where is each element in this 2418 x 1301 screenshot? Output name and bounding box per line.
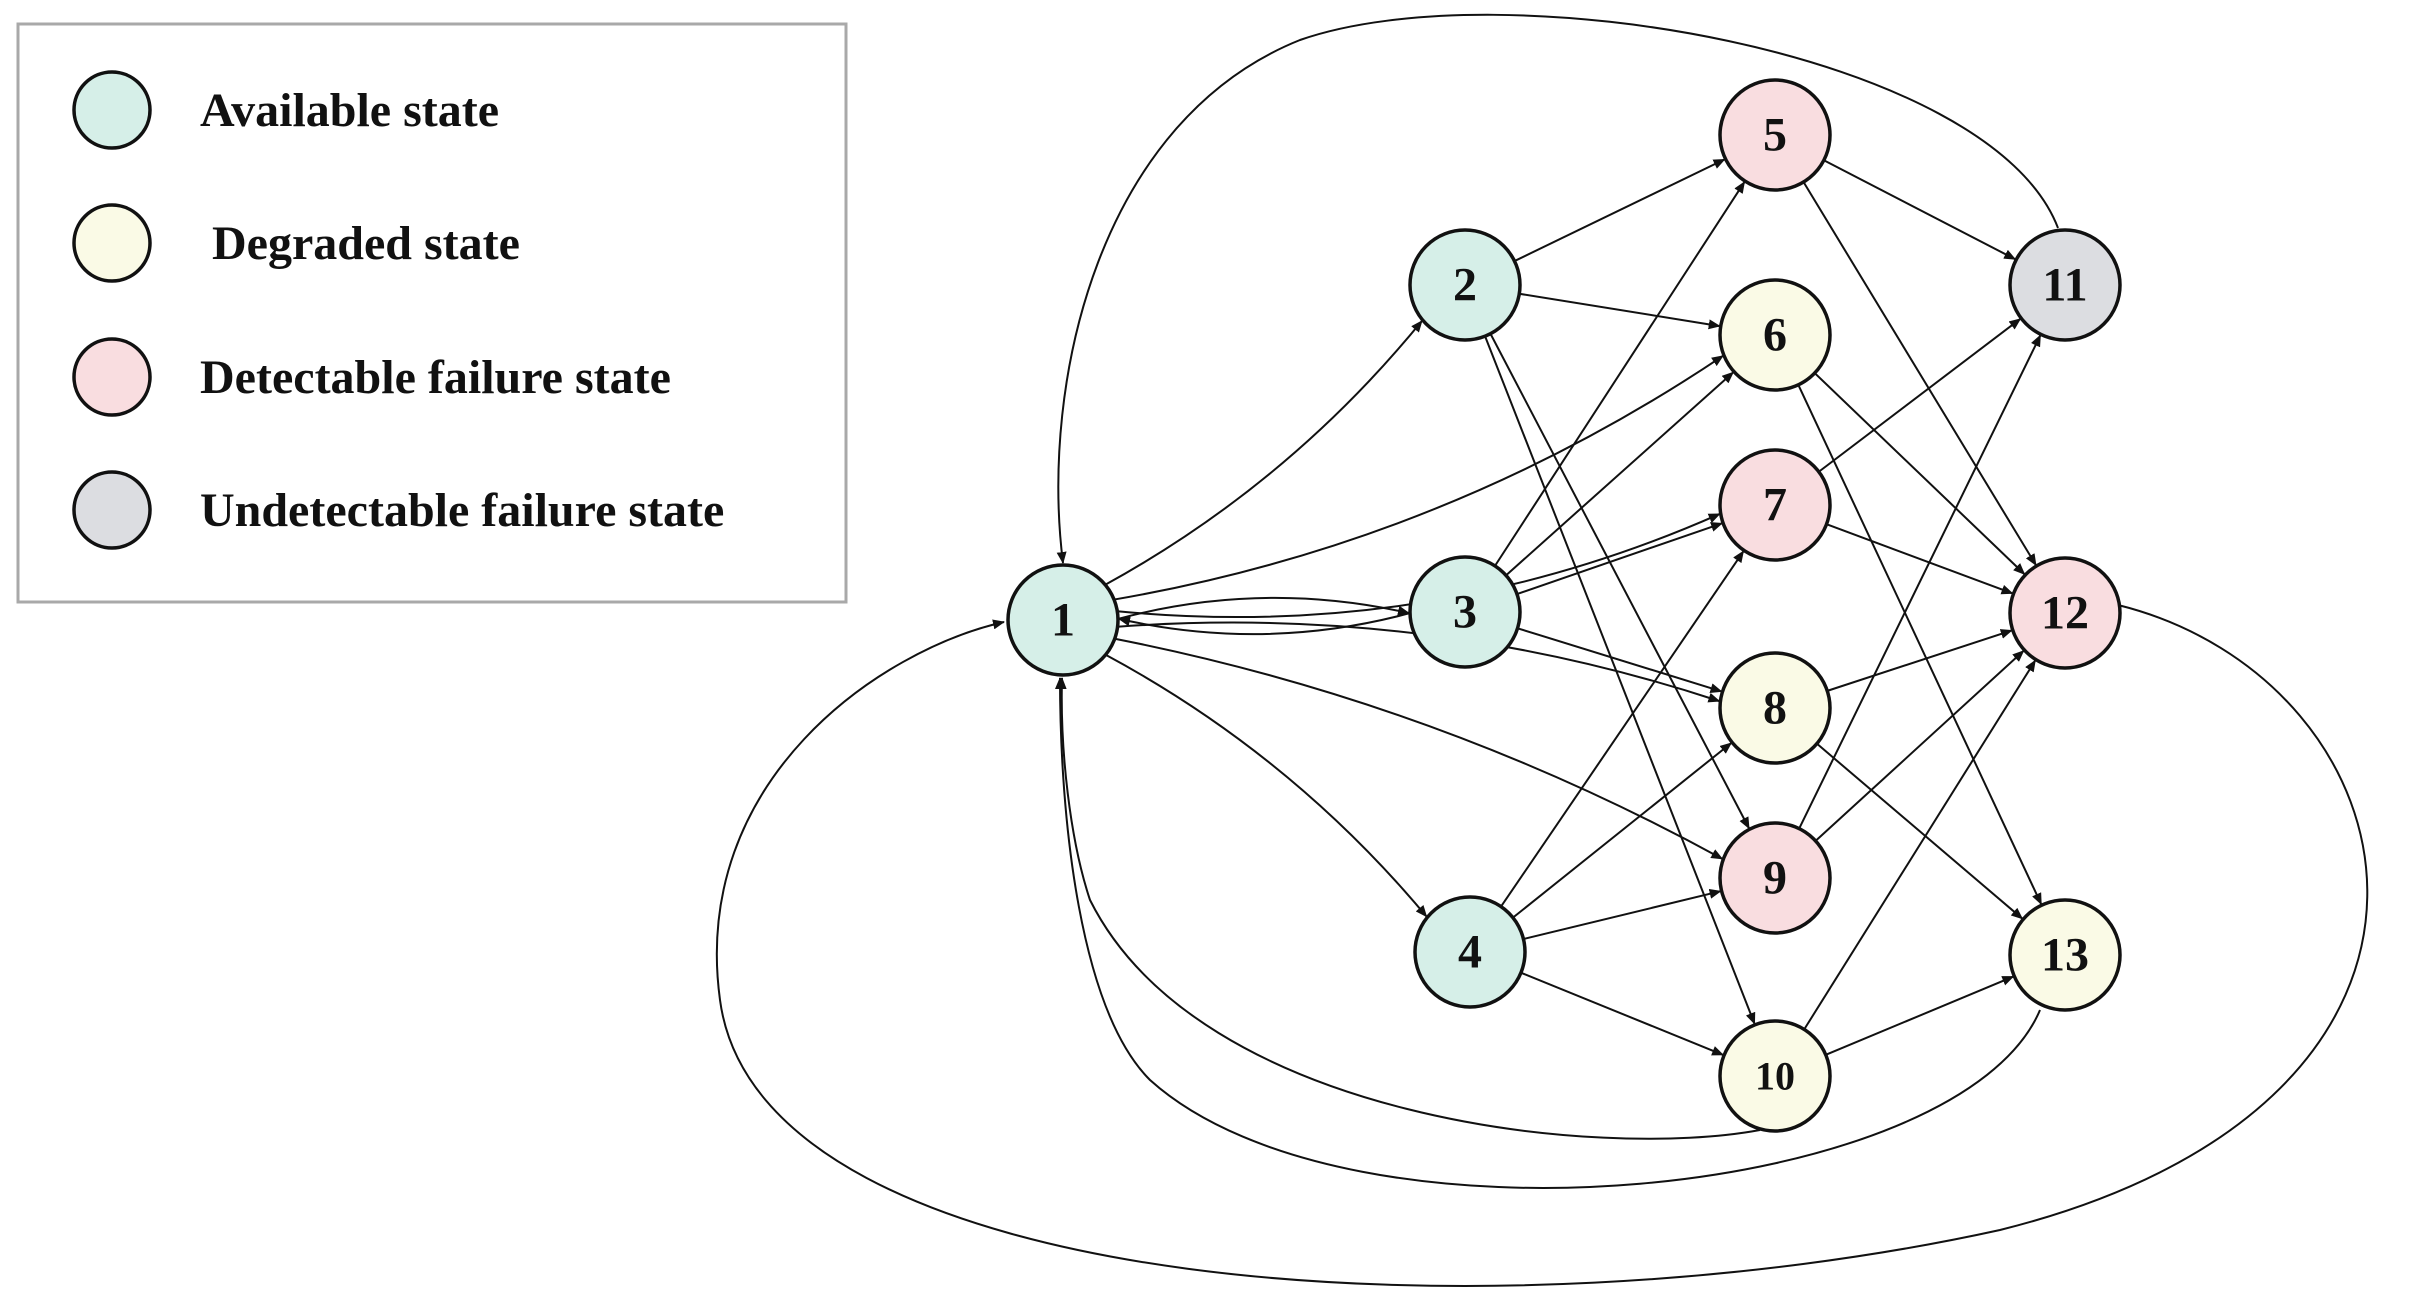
state-node-13: 13 (2008, 898, 2122, 1012)
state-node-circle (1408, 555, 1522, 669)
legend-swatch-degraded (72, 203, 152, 283)
legend-item-degraded: Degraded state (72, 203, 520, 283)
state-node-8: 8 (1718, 651, 1832, 765)
edge-5-to-12 (1802, 181, 2037, 566)
edge-1-to-3 (1117, 596, 1410, 620)
edge-9-to-11 (1798, 334, 2042, 830)
state-node-10: 10 (1718, 1019, 1832, 1133)
edge-10-to-1 (1056, 677, 1761, 1140)
state-node-label: 5 (1763, 109, 1787, 162)
state-node-circle (1006, 563, 1120, 677)
state-node-circle (1718, 651, 1832, 765)
edge-12-to-1 (715, 604, 2369, 1287)
edge-10-to-12 (1803, 659, 2037, 1030)
edge-1-to-9 (1114, 637, 1724, 860)
edge-5-to-11 (1823, 159, 2017, 261)
state-node-9: 9 (1718, 821, 1832, 935)
state-node-11: 11 (2008, 228, 2122, 342)
state-node-circle (1413, 895, 1527, 1009)
state-node-circle (1718, 448, 1832, 562)
state-node-4: 4 (1413, 895, 1527, 1009)
edge-9-to-12 (1814, 650, 2025, 842)
state-node-12: 12 (2008, 556, 2122, 670)
state-node-label: 12 (2041, 587, 2089, 640)
edge-3-to-7 (1516, 522, 1724, 596)
state-node-7: 7 (1718, 448, 1832, 562)
legend-item-detectable: Detectable failure state (72, 337, 671, 417)
edge-2-to-9 (1489, 333, 1750, 830)
state-node-label: 3 (1453, 586, 1477, 639)
edge-8-to-12 (1826, 629, 2013, 692)
legend-label-undetectable: Undetectable failure state (200, 484, 724, 537)
state-node-label: 13 (2041, 929, 2089, 982)
legend-swatch-available (72, 70, 152, 150)
edge-11-to-1 (1056, 13, 2059, 564)
state-node-label: 1 (1051, 594, 1075, 647)
state-node-circle (2008, 556, 2122, 670)
state-node-6: 6 (1718, 278, 1832, 392)
edge-3-to-8 (1517, 627, 1723, 693)
state-node-label: 2 (1453, 259, 1477, 312)
legend-label-degraded: Degraded state (200, 217, 520, 270)
edge-2-to-10 (1484, 335, 1756, 1025)
state-node-label: 4 (1458, 926, 1482, 979)
edges (715, 13, 2369, 1287)
edge-3-to-5 (1494, 181, 1746, 567)
edge-4-to-9 (1523, 888, 1722, 941)
state-node-circle (1408, 228, 1522, 342)
legend-swatch-undetectable (72, 470, 152, 550)
edge-3-to-1 (1118, 612, 1411, 636)
state-node-circle (1718, 78, 1832, 192)
edge-3-to-6 (1505, 371, 1734, 577)
edge-10-to-13 (1825, 975, 2015, 1056)
edge-1-to-4 (1105, 653, 1428, 918)
state-node-circle (2008, 228, 2122, 342)
legend-label-available: Available state (200, 84, 499, 137)
edge-4-to-10 (1520, 971, 1725, 1056)
edge-2-to-5 (1514, 158, 1726, 262)
state-node-2: 2 (1408, 228, 1522, 342)
legend: Available state Degraded state Detectabl… (16, 22, 848, 604)
state-node-label: 9 (1763, 852, 1787, 905)
state-node-1: 1 (1006, 563, 1120, 677)
state-node-3: 3 (1408, 555, 1522, 669)
legend-label-detectable: Detectable failure state (200, 351, 671, 404)
state-node-label: 10 (1755, 1054, 1795, 1099)
edge-4-to-7 (1500, 550, 1745, 908)
edge-4-to-8 (1512, 742, 1733, 919)
state-node-label: 8 (1763, 682, 1787, 735)
state-node-label: 11 (2042, 259, 2087, 312)
state-node-5: 5 (1718, 78, 1832, 192)
state-node-circle (1718, 1019, 1832, 1133)
edge-1-to-6 (1113, 354, 1724, 601)
edge-6-to-13 (1797, 384, 2043, 906)
state-node-label: 6 (1763, 309, 1787, 362)
state-node-circle (1718, 821, 1832, 935)
edge-7-to-11 (1818, 318, 2022, 473)
state-node-circle (1718, 278, 1832, 392)
edge-13-to-1 (1055, 677, 2041, 1189)
legend-box (16, 22, 848, 604)
state-node-label: 7 (1763, 479, 1787, 532)
legend-item-available: Available state (72, 70, 499, 150)
edge-1-to-2 (1104, 320, 1423, 586)
state-node-circle (2008, 898, 2122, 1012)
legend-swatch-detectable (72, 337, 152, 417)
edge-7-to-12 (1826, 523, 2014, 595)
edge-2-to-6 (1519, 292, 1721, 330)
edge-6-to-12 (1814, 372, 2026, 575)
edge-8-to-13 (1816, 742, 2024, 920)
legend-item-undetectable: Undetectable failure state (72, 470, 724, 550)
